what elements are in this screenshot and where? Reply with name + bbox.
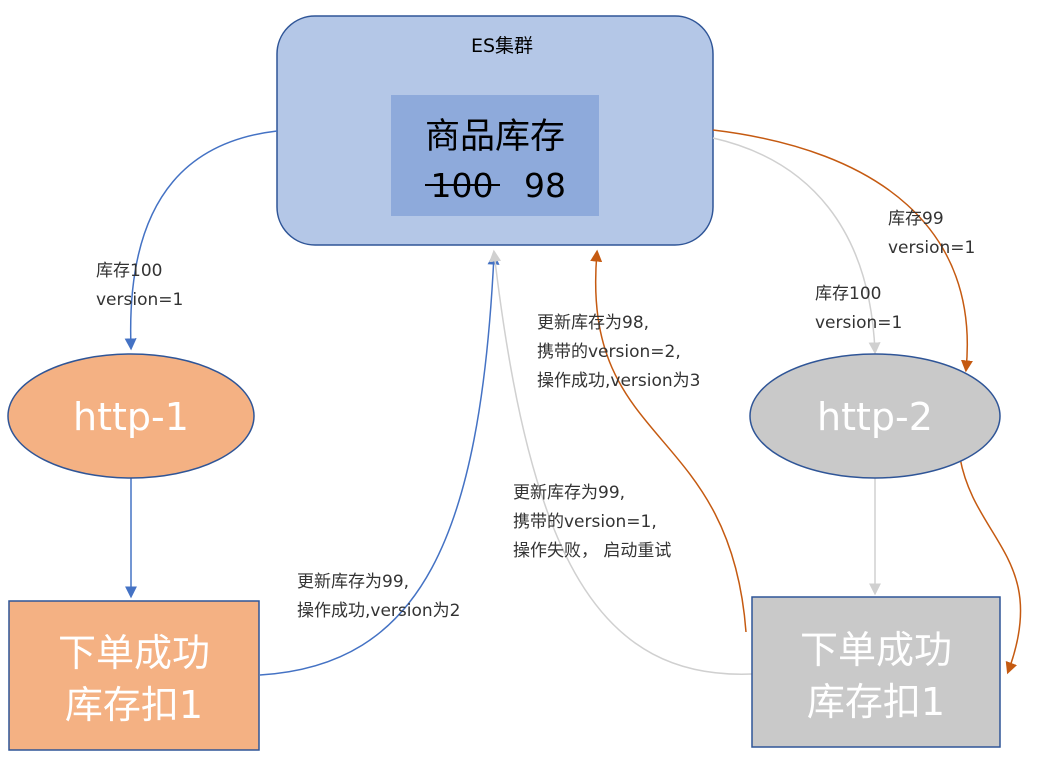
- edge-cluster-to-http1: [124, 130, 278, 351]
- http2-label: http-2: [817, 395, 933, 439]
- order1-box: [8, 600, 260, 751]
- edge-cluster-to-http2-gray: [712, 137, 881, 355]
- http1-ellipse: [7, 353, 255, 479]
- es-cluster-title: ES集群: [471, 35, 533, 57]
- label-order1-to-cluster: 更新库存为99, 操作成功,version为2: [297, 572, 460, 621]
- edge-order2-to-cluster-fail: [489, 249, 753, 675]
- label-http2-gray-line2: version=1: [815, 313, 902, 333]
- order1-line2: 库存扣1: [65, 683, 203, 727]
- edge-order2-to-cluster-success: [590, 249, 747, 633]
- label-cluster-to-http1-line2: version=1: [96, 290, 183, 310]
- label-http2-orange-line1: 库存99: [888, 209, 944, 229]
- edge-order1-to-cluster: [259, 252, 500, 676]
- label-order2-fail-line1: 更新库存为99,: [513, 483, 625, 503]
- inventory-box: [391, 95, 599, 216]
- order2-box: [751, 596, 1001, 748]
- es-cluster: ES集群 商品库存 100 98: [276, 15, 714, 246]
- order1-line1: 下单成功: [58, 631, 210, 675]
- order2-line2: 库存扣1: [807, 680, 945, 724]
- http2-ellipse: [749, 353, 1001, 479]
- order1-box-group: 下单成功 库存扣1: [8, 600, 260, 751]
- label-http2-orange-line2: version=1: [888, 238, 975, 258]
- order2-box-group: 下单成功 库存扣1: [751, 596, 1001, 748]
- edge-cluster-to-http2-orange: [712, 129, 973, 373]
- label-http2-gray-line1: 库存100: [815, 284, 881, 304]
- inventory-title: 商品库存: [425, 117, 565, 157]
- label-cluster-to-http1-line1: 库存100: [96, 261, 162, 281]
- http2-node: http-2: [749, 353, 1001, 479]
- http1-label: http-1: [73, 395, 189, 439]
- label-order2-to-cluster-success: 更新库存为98, 携带的version=2, 操作成功,version为3: [537, 313, 700, 391]
- order2-line1: 下单成功: [800, 628, 952, 672]
- label-order1-to-cluster-line2: 操作成功,version为2: [297, 601, 460, 621]
- label-order2-fail-line2: 携带的version=1,: [513, 512, 657, 532]
- label-order2-success-line3: 操作成功,version为3: [537, 371, 700, 391]
- label-cluster-to-http1: 库存100 version=1: [96, 261, 183, 310]
- inventory-new-value: 98: [524, 166, 566, 205]
- label-order2-success-line1: 更新库存为98,: [537, 313, 649, 333]
- label-order1-to-cluster-line1: 更新库存为99,: [297, 572, 409, 592]
- http1-node: http-1: [7, 353, 255, 479]
- label-order2-to-cluster-fail: 更新库存为99, 携带的version=1, 操作失败， 启动重试: [513, 483, 671, 561]
- label-cluster-to-http2-orange: 库存99 version=1: [888, 209, 975, 258]
- label-order2-fail-line3: 操作失败， 启动重试: [513, 541, 671, 561]
- label-order2-success-line2: 携带的version=2,: [537, 342, 681, 362]
- label-cluster-to-http2-gray: 库存100 version=1: [815, 284, 902, 333]
- edge-http2-to-order2-orange: [959, 457, 1022, 675]
